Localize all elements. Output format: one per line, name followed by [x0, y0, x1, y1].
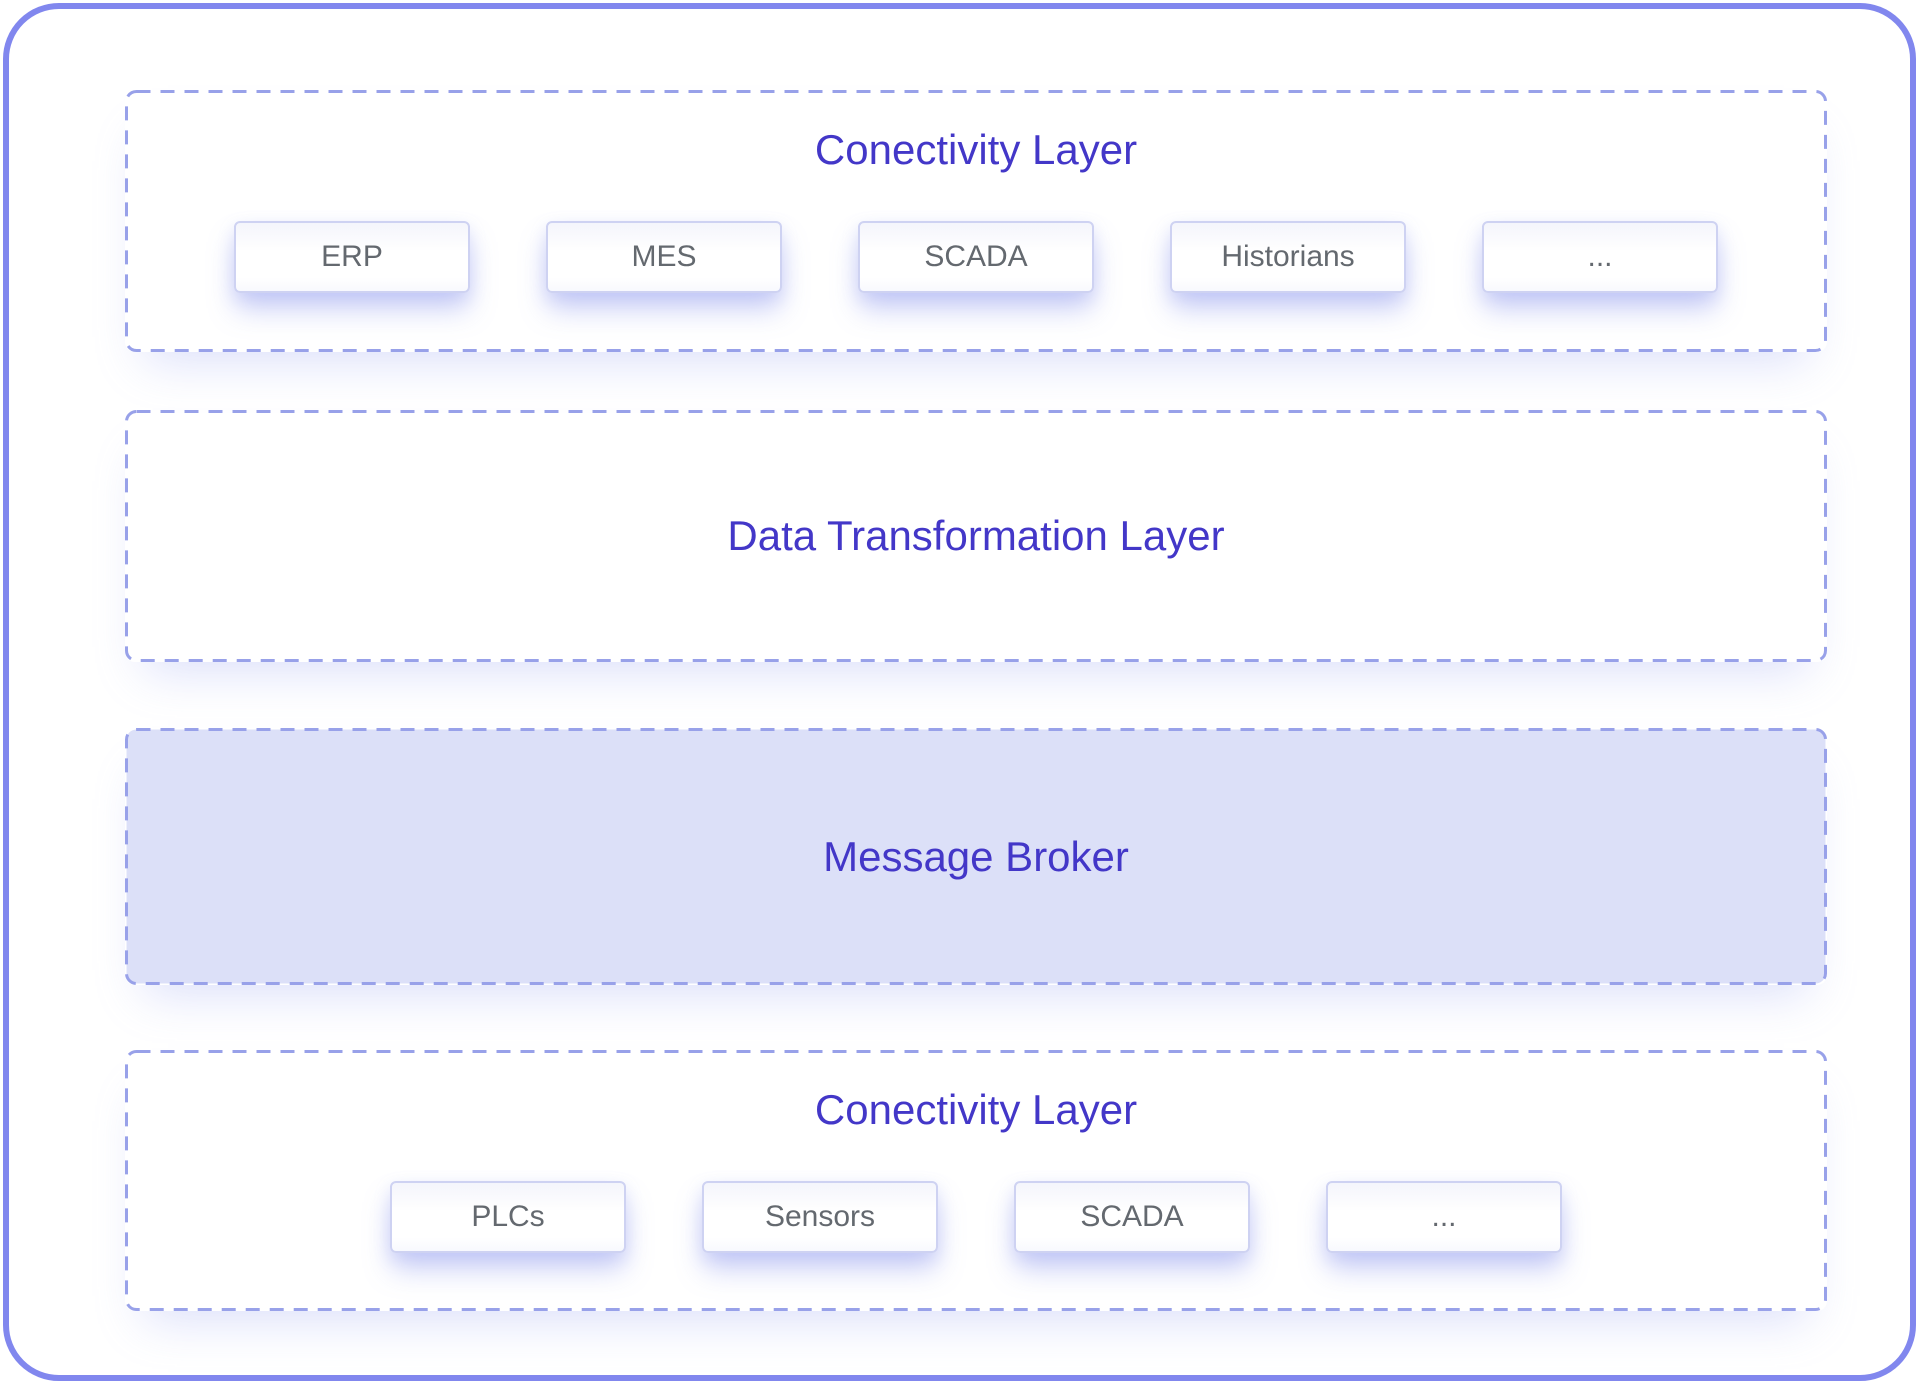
- node-ellipsis-bottom: ...: [1326, 1181, 1562, 1253]
- node-label: Sensors: [764, 1200, 876, 1233]
- node-scada-bottom: SCADA: [1014, 1181, 1250, 1253]
- node-label: Historians: [1221, 240, 1355, 273]
- node-mes: MES: [546, 221, 782, 293]
- node-label: PLCs: [471, 1200, 545, 1233]
- section-message-broker: Message Broker: [125, 728, 1827, 985]
- node-row-bottom: PLCs Sensors SCADA ...: [390, 1181, 1562, 1253]
- section-title: Message Broker: [823, 832, 1129, 880]
- node-erp: ERP: [234, 221, 470, 293]
- node-label: ...: [1587, 240, 1613, 273]
- node-ellipsis-top: ...: [1482, 221, 1718, 293]
- section-title: Conectivity Layer: [814, 1086, 1138, 1133]
- node-label: MES: [631, 240, 697, 273]
- node-label: ...: [1431, 1200, 1457, 1233]
- section-connectivity-top: Conectivity Layer ERP MES SCADA Historia…: [125, 90, 1827, 352]
- section-data-transformation: Data Transformation Layer: [125, 410, 1827, 662]
- node-scada-top: SCADA: [858, 221, 1094, 293]
- node-label: ERP: [321, 240, 383, 273]
- node-historians: Historians: [1170, 221, 1406, 293]
- node-row-top: ERP MES SCADA Historians ...: [234, 221, 1718, 293]
- node-label: SCADA: [924, 240, 1028, 273]
- node-plcs: PLCs: [390, 1181, 626, 1253]
- node-sensors: Sensors: [702, 1181, 938, 1253]
- section-title: Conectivity Layer: [814, 126, 1138, 173]
- node-label: SCADA: [1080, 1200, 1184, 1233]
- section-connectivity-bottom: Conectivity Layer PLCs Sensors SCADA ...: [125, 1050, 1827, 1311]
- section-title: Data Transformation Layer: [727, 512, 1225, 559]
